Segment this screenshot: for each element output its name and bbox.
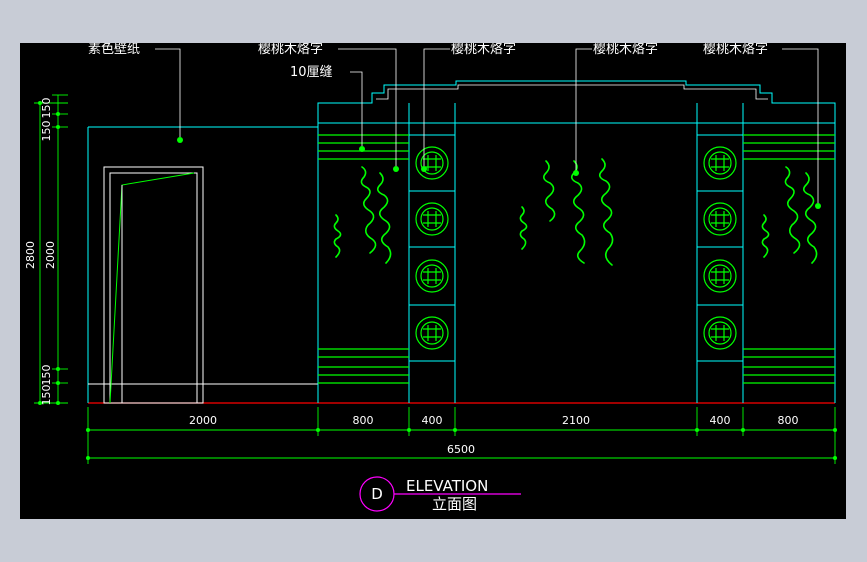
- left-dimension-ticks: [38, 101, 60, 405]
- calligraphy-right-panel: [761, 166, 818, 264]
- medallions: [415, 146, 737, 350]
- elevation-drawing: 素色壁纸 樱桃木烙字 樱桃木烙字 樱桃木烙字 樱桃木烙字 10厘缝 2800 2…: [24, 43, 837, 513]
- right-panel-bands: [743, 134, 835, 384]
- dim-left-top-b: 150: [40, 121, 53, 142]
- bottom-dimension-ticks: [86, 428, 837, 460]
- dim-left-top-a: 150: [40, 98, 53, 119]
- crown-molding: [376, 84, 768, 100]
- label-engrave-1: 樱桃木烙字: [258, 43, 323, 57]
- title-en: ELEVATION: [406, 477, 488, 495]
- dim-left-inner: 2000: [44, 241, 57, 269]
- medallion-r4: [703, 316, 737, 350]
- medallion-l1: [415, 146, 449, 180]
- dim-bottom-1: 800: [353, 414, 374, 427]
- panel-dividers: [408, 103, 744, 403]
- dim-total: 6500: [447, 443, 475, 456]
- medallion-r3: [703, 259, 737, 293]
- label-wallpaper: 素色壁纸: [88, 43, 140, 57]
- dim-bottom-3: 2100: [562, 414, 590, 427]
- left-panel-bands: [318, 134, 409, 384]
- leader-dots: [177, 137, 821, 209]
- dim-bottom-5: 800: [778, 414, 799, 427]
- door: [103, 166, 204, 404]
- dim-bottom-0: 2000: [189, 414, 217, 427]
- label-engrave-2: 樱桃木烙字: [451, 43, 516, 57]
- calligraphy-left-panel: [333, 166, 392, 264]
- dim-bottom-4: 400: [710, 414, 731, 427]
- label-gap: 10厘缝: [290, 65, 333, 80]
- cad-canvas: 素色壁纸 樱桃木烙字 樱桃木烙字 樱桃木烙字 樱桃木烙字 10厘缝 2800 2…: [20, 43, 846, 519]
- calligraphy-center-panel: [519, 158, 614, 266]
- right-medallion-column: [697, 134, 743, 362]
- leader-lines: [155, 48, 819, 206]
- dim-bottom-2: 400: [422, 414, 443, 427]
- medallion-l4: [415, 316, 449, 350]
- title-cn: 立面图: [432, 495, 477, 513]
- medallion-r2: [703, 202, 737, 236]
- dim-left-bot-b: 150: [40, 385, 53, 406]
- dim-left-bot-a: 150: [40, 365, 53, 386]
- medallion-r1: [703, 146, 737, 180]
- drawing-title-block: D ELEVATION 立面图: [359, 476, 521, 513]
- label-engrave-3: 樱桃木烙字: [593, 43, 658, 57]
- feature-wall-outline: [317, 80, 836, 403]
- bottom-dimension-lines: [87, 407, 836, 464]
- label-engrave-4: 樱桃木烙字: [703, 43, 768, 57]
- dim-left-outer: 2800: [24, 241, 37, 269]
- medallion-l2: [415, 202, 449, 236]
- left-medallion-column: [409, 134, 455, 362]
- medallion-l3: [415, 259, 449, 293]
- tag-letter: D: [371, 485, 383, 503]
